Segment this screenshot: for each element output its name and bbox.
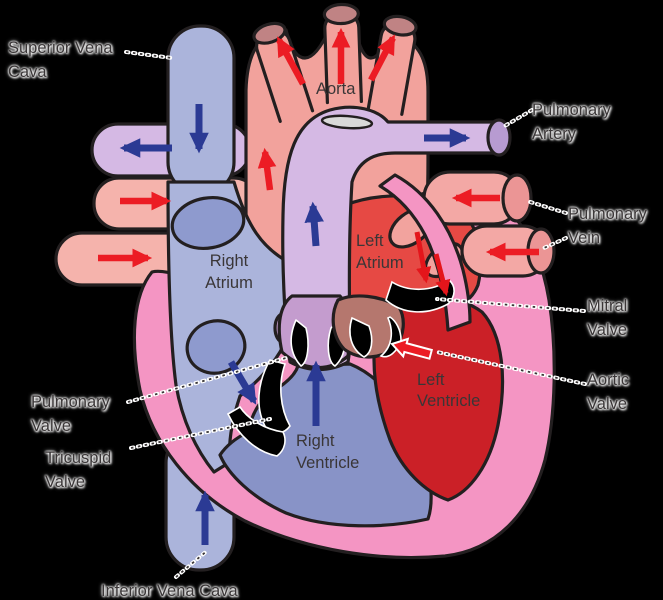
label-mitral-valve: Mitral Valve bbox=[587, 297, 628, 339]
label-left-atrium: Left Atrium bbox=[356, 232, 404, 272]
tricuspid-valve bbox=[226, 359, 291, 457]
arch-ligament-detail bbox=[320, 114, 374, 130]
label-pulmonary-vein: Pulmonary Vein bbox=[568, 205, 647, 247]
aortic-outflow-arrow bbox=[390, 337, 434, 360]
pulmonary-artery-cap bbox=[486, 118, 512, 157]
aorta-branch-openings bbox=[252, 2, 418, 45]
blood-flow-arrows-red bbox=[98, 27, 539, 297]
leader-lines bbox=[124, 50, 587, 579]
label-right-atrium: Right Atrium bbox=[205, 252, 253, 292]
label-inferior-vena-cava: Inferior Vena Cava bbox=[101, 582, 238, 600]
blood-flow-arrows-blue bbox=[119, 104, 471, 545]
label-aortic-valve: Aortic Valve bbox=[587, 371, 630, 413]
label-left-ventricle: Left Ventricle bbox=[417, 371, 481, 410]
label-tricuspid-valve: Tricuspid Valve bbox=[45, 449, 112, 491]
vena-cava-openings bbox=[170, 195, 247, 375]
label-right-ventricle: Right Ventricle bbox=[296, 432, 360, 472]
label-pulmonary-artery: Pulmonary Artery bbox=[532, 101, 611, 143]
label-superior-vena-cava: Superior Vena Cava bbox=[8, 39, 113, 81]
label-aorta: Aorta bbox=[316, 80, 356, 98]
label-pulmonary-valve: Pulmonary Valve bbox=[31, 393, 110, 435]
